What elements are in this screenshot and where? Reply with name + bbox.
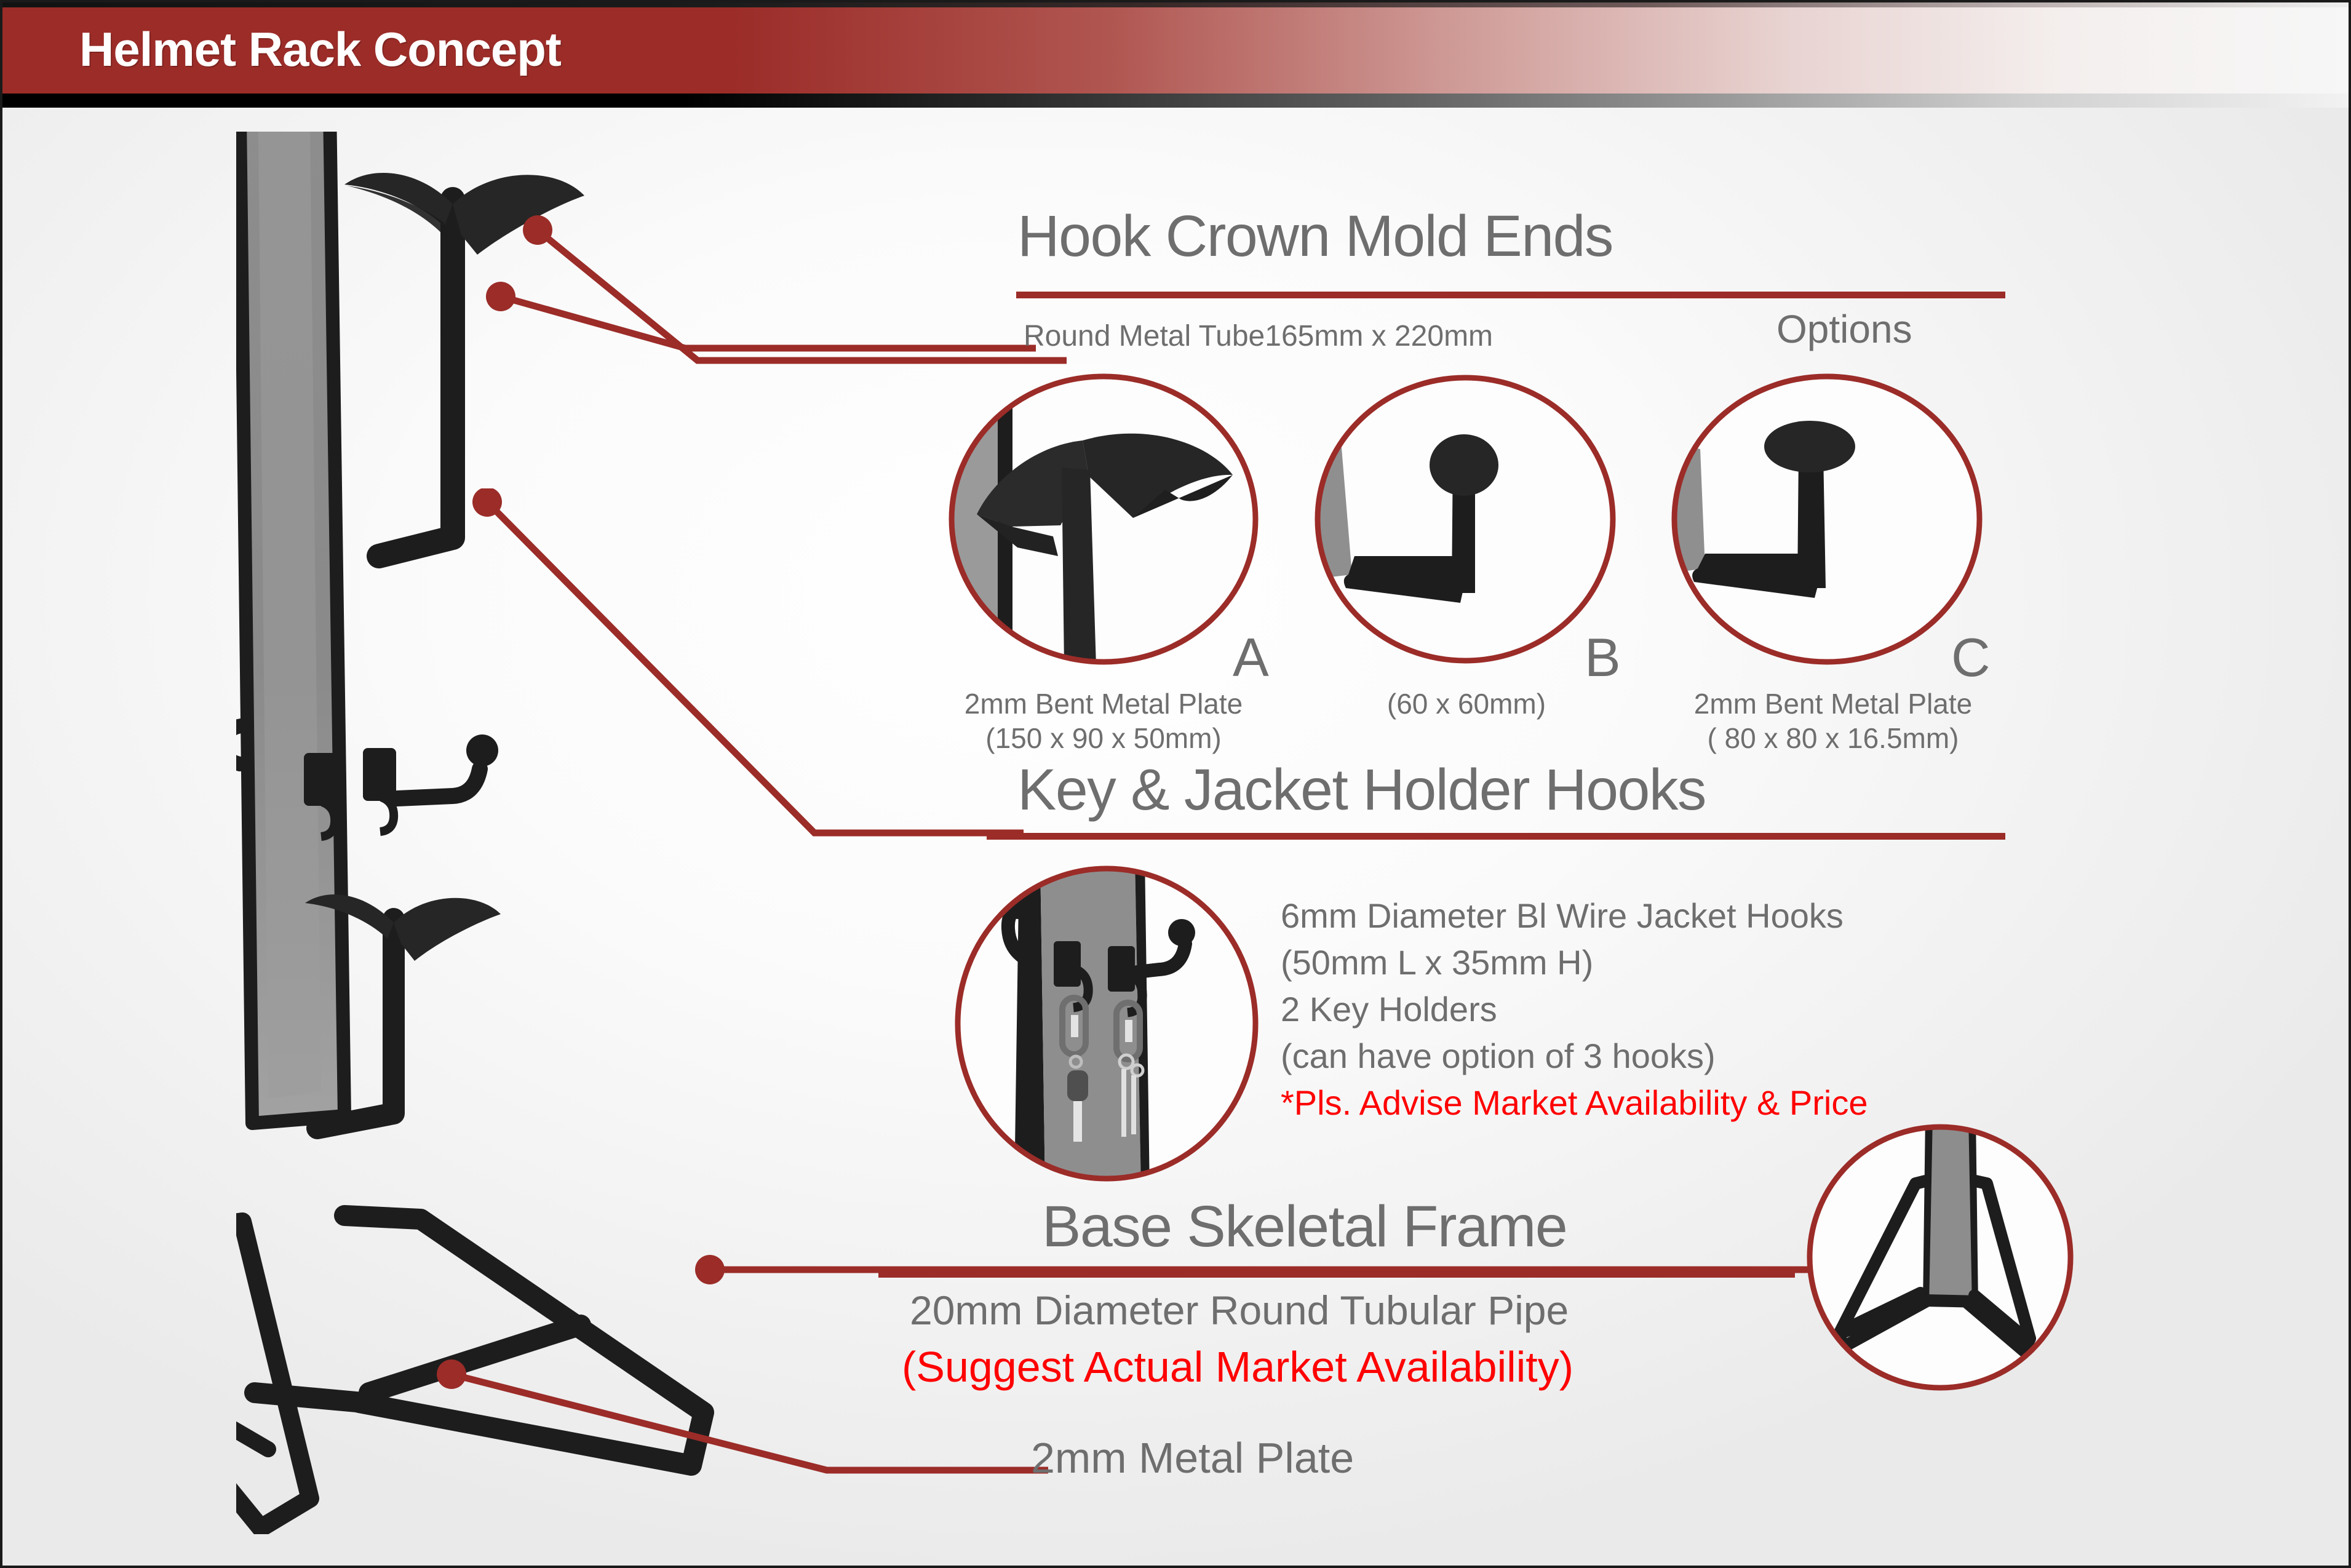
top-crown-left bbox=[344, 172, 453, 226]
leader-line-hooks bbox=[472, 488, 1024, 837]
lower-helmet-hook bbox=[306, 908, 405, 1139]
top-helmet-hook bbox=[367, 187, 465, 568]
page-title: Helmet Rack Concept bbox=[79, 22, 562, 76]
base-frame-detail-circle bbox=[1807, 1124, 2074, 1391]
leader-line-tube bbox=[486, 282, 1036, 352]
leader-line-plate bbox=[437, 1359, 1048, 1474]
leader-dot-plate bbox=[437, 1359, 466, 1389]
option-c-letter: C bbox=[1951, 627, 1991, 688]
header-bar: Helmet Rack Concept bbox=[2, 2, 2349, 108]
low-crown-left bbox=[305, 894, 394, 939]
option-b-caption-1: (60 x 60mm) bbox=[1386, 688, 1546, 720]
base-frame bbox=[236, 1205, 714, 1534]
key-jacket-spec-3: 2 Key Holders bbox=[1281, 990, 1497, 1029]
side-hook bbox=[236, 718, 249, 771]
leader-dot-crown bbox=[523, 215, 552, 245]
key-jacket-spec-4: (can have option of 3 hooks) bbox=[1281, 1037, 1716, 1075]
header-gradient-band bbox=[2, 7, 2349, 94]
section-heading-hook-crown: Hook Crown Mold Ends bbox=[1017, 204, 1613, 269]
section-heading-key-jacket: Key & Jacket Holder Hooks bbox=[1017, 757, 1706, 822]
option-a-caption-1: 2mm Bent Metal Plate bbox=[964, 688, 1243, 720]
option-a-letter: A bbox=[1233, 627, 1269, 688]
base-frame-alert: (Suggest Actual Market Availability) bbox=[902, 1343, 1574, 1391]
post-highlight bbox=[258, 132, 321, 1099]
jacket-hook bbox=[389, 734, 498, 806]
leader-dot-hooks bbox=[472, 488, 502, 517]
top-crown-right bbox=[453, 175, 584, 255]
leader-dot-tube bbox=[486, 282, 515, 311]
section-rule-base-frame bbox=[878, 1271, 1795, 1278]
section-rule-hook-crown bbox=[1016, 292, 2005, 298]
option-b-letter: B bbox=[1585, 627, 1621, 688]
callout-round-metal-tube: Round Metal Tube165mm x 220mm bbox=[1024, 320, 1494, 352]
key-hooks-detail-circle bbox=[955, 866, 1259, 1182]
base-frame-spec: 20mm Diameter Round Tubular Pipe bbox=[910, 1287, 1569, 1333]
key-holder-cluster bbox=[304, 748, 399, 841]
option-a-circle bbox=[949, 373, 1259, 665]
key-jacket-alert: *Pls. Advise Market Availability & Price bbox=[1281, 1083, 1868, 1122]
low-crown-right bbox=[394, 897, 501, 961]
section-rule-key-jacket bbox=[987, 833, 2005, 840]
option-c-caption-1: 2mm Bent Metal Plate bbox=[1693, 688, 1973, 720]
helmet-rack-render bbox=[236, 132, 962, 1534]
top-crown-shade bbox=[347, 186, 448, 240]
option-a-caption-2: (150 x 90 x 50mm) bbox=[985, 722, 1222, 754]
callout-metal-plate: 2mm Metal Plate bbox=[1031, 1434, 1355, 1482]
leader-line-crown bbox=[523, 215, 1067, 364]
key-jacket-spec-1: 6mm Diameter Bl Wire Jacket Hooks bbox=[1281, 896, 1844, 935]
option-b-circle bbox=[1315, 375, 1616, 664]
key-jacket-spec-2: (50mm L x 35mm H) bbox=[1281, 943, 1594, 982]
header-top-rule bbox=[2, 2, 2349, 8]
base-cross-bar bbox=[244, 1382, 373, 1413]
section-heading-base-frame: Base Skeletal Frame bbox=[1042, 1194, 1568, 1259]
leader-dot-base bbox=[695, 1255, 725, 1284]
option-c-circle bbox=[1671, 373, 1983, 665]
option-c-caption-2: ( 80 x 80 x 16.5mm) bbox=[1707, 722, 1959, 754]
options-label: Options bbox=[1776, 307, 1912, 351]
leader-line-base bbox=[695, 1255, 1872, 1284]
header-under-rule bbox=[2, 94, 2349, 108]
